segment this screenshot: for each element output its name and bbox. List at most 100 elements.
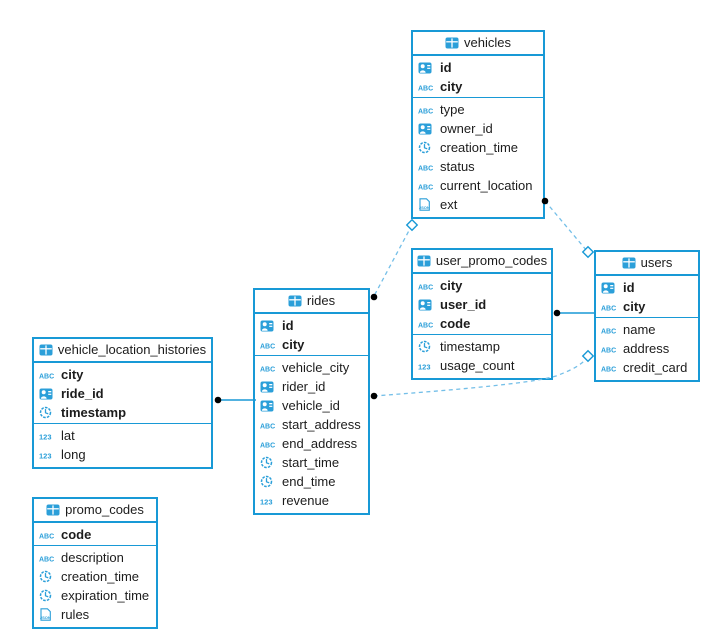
table-header-rides[interactable]: rides: [255, 290, 368, 314]
field-row-users-id[interactable]: id: [596, 278, 698, 297]
field-label: creation_time: [440, 140, 519, 155]
connection-diamond-marker: [581, 245, 595, 259]
field-label: end_address: [282, 436, 358, 451]
svg-text:ABC: ABC: [260, 423, 275, 430]
field-row-vehicle_location_histories-ride_id[interactable]: ride_id: [34, 384, 211, 403]
field-row-vehicle_location_histories-timestamp[interactable]: timestamp: [34, 403, 211, 422]
table-title: users: [640, 255, 673, 270]
field-row-user_promo_codes-timestamp[interactable]: timestamp: [413, 337, 551, 356]
clock-icon: [39, 406, 57, 419]
field-row-rides-id[interactable]: id: [255, 316, 368, 335]
svg-text:ABC: ABC: [418, 165, 433, 172]
field-label: city: [282, 337, 305, 352]
field-row-rides-start_time[interactable]: start_time: [255, 453, 368, 472]
field-label: id: [282, 318, 294, 333]
field-label: id: [440, 60, 452, 75]
field-label: timestamp: [440, 339, 500, 354]
field-row-rides-rider_id[interactable]: rider_id: [255, 377, 368, 396]
svg-text:ABC: ABC: [39, 556, 54, 563]
abc-icon: ABC: [601, 343, 619, 355]
field-label: rider_id: [282, 379, 326, 394]
field-label: status: [440, 159, 475, 174]
field-label: name: [623, 322, 656, 337]
user-id-icon: [418, 123, 436, 135]
field-label: vehicle_city: [282, 360, 350, 375]
table-header-vehicle_location_histories[interactable]: vehicle_location_histories: [34, 339, 211, 363]
abc-icon: ABC: [418, 81, 436, 93]
field-row-promo_codes-expiration_time[interactable]: expiration_time: [34, 586, 156, 605]
field-row-vehicles-creation_time[interactable]: creation_time: [413, 138, 543, 157]
connection-user_promo_codes-users[interactable]: [553, 309, 596, 317]
connection-vehicle_location_histories-rides[interactable]: [214, 396, 256, 404]
field-label: start_time: [282, 455, 340, 470]
abc-icon: ABC: [601, 301, 619, 313]
table-header-promo_codes[interactable]: promo_codes: [34, 499, 156, 523]
field-row-vehicles-owner_id[interactable]: owner_id: [413, 119, 543, 138]
table-icon: [417, 255, 431, 267]
field-label: credit_card: [623, 360, 688, 375]
table-header-vehicles[interactable]: vehicles: [413, 32, 543, 56]
table-header-user_promo_codes[interactable]: user_promo_codes: [413, 250, 551, 274]
table-header-users[interactable]: users: [596, 252, 698, 276]
table-icon: [445, 37, 459, 49]
field-row-rides-city[interactable]: ABC city: [255, 335, 368, 354]
field-label: ride_id: [61, 386, 104, 401]
user-id-icon: [260, 400, 278, 412]
table-title: promo_codes: [65, 502, 144, 517]
abc-icon: ABC: [601, 324, 619, 336]
svg-text:ABC: ABC: [260, 343, 275, 350]
svg-text:ABC: ABC: [418, 284, 433, 291]
clock-icon: [39, 570, 57, 583]
field-label: user_id: [440, 297, 487, 312]
user-id-icon: [39, 388, 57, 400]
svg-text:ABC: ABC: [39, 533, 54, 540]
field-label: usage_count: [440, 358, 515, 373]
field-row-vehicles-status[interactable]: ABC status: [413, 157, 543, 176]
abc-icon: ABC: [418, 280, 436, 292]
svg-text:JSON: JSON: [419, 205, 430, 210]
field-row-rides-end_time[interactable]: end_time: [255, 472, 368, 491]
abc-icon: ABC: [39, 369, 57, 381]
connection-dot-marker: [553, 309, 561, 317]
field-row-user_promo_codes-user_id[interactable]: user_id: [413, 295, 551, 314]
field-row-vehicles-id[interactable]: id: [413, 58, 543, 77]
field-row-promo_codes-creation_time[interactable]: creation_time: [34, 567, 156, 586]
num-icon: 123: [39, 430, 57, 442]
field-row-users-name[interactable]: ABC name: [596, 320, 698, 339]
clock-icon: [418, 340, 436, 353]
field-row-rides-vehicle_id[interactable]: vehicle_id: [255, 396, 368, 415]
json-icon: JSON: [39, 608, 57, 621]
abc-icon: ABC: [418, 180, 436, 192]
